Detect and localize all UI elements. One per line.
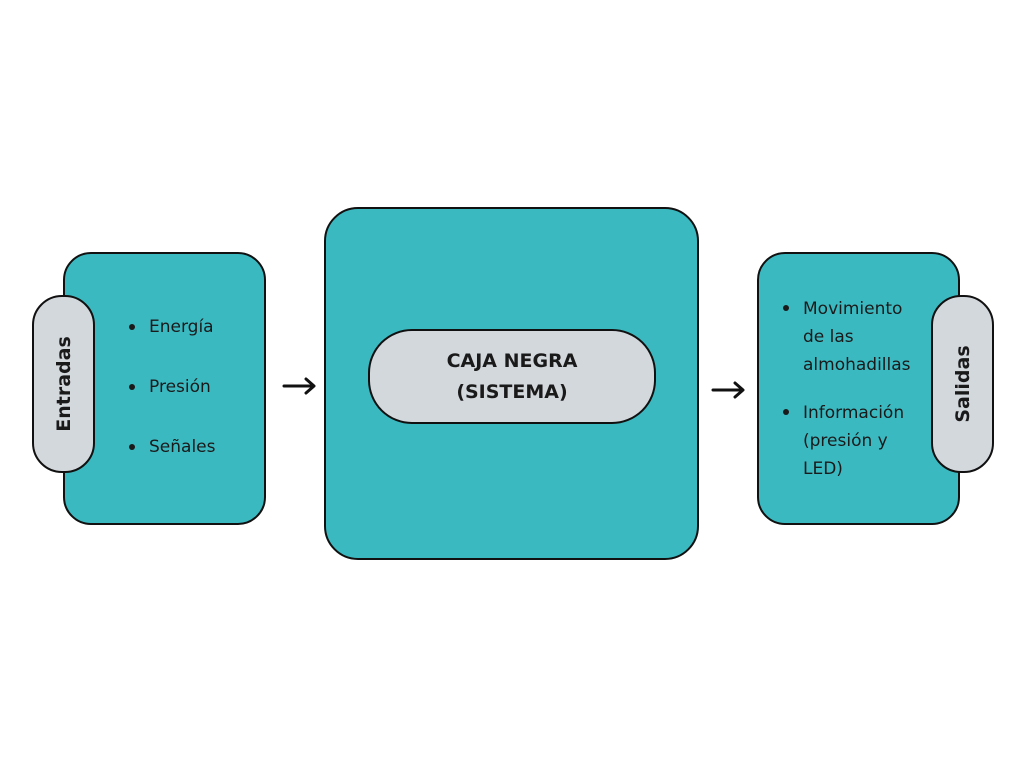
right-arrow-icon <box>711 381 745 399</box>
input-item-presion: Presión <box>127 374 257 434</box>
right-arrow-icon <box>282 377 316 395</box>
input-item-energia: Energía <box>127 314 257 374</box>
system-subtitle: (SISTEMA) <box>456 380 568 403</box>
inputs-label-pill: Entradas <box>32 295 95 473</box>
outputs-label: Salidas <box>951 345 974 423</box>
outputs-box <box>757 252 960 525</box>
outputs-list: Movimiento de las almohadillas Informaci… <box>781 295 929 503</box>
system-label-pill: CAJA NEGRA (SISTEMA) <box>368 329 656 424</box>
output-item-movimiento: Movimiento de las almohadillas <box>781 295 929 379</box>
input-item-senales: Señales <box>127 434 257 494</box>
output-item-informacion: Información (presión y LED) <box>781 399 929 483</box>
inputs-label: Entradas <box>52 336 75 432</box>
system-title: CAJA NEGRA <box>446 349 578 372</box>
inputs-list: Energía Presión Señales <box>127 314 257 494</box>
outputs-label-pill: Salidas <box>931 295 994 473</box>
inputs-box <box>63 252 266 525</box>
